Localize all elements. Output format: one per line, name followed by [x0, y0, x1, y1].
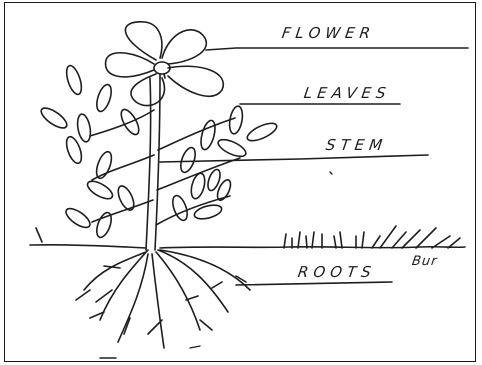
grass-tufts [284, 226, 460, 248]
label-leaves: LEAVES [303, 84, 392, 102]
flower-head [106, 22, 224, 106]
label-flower: FLOWER [281, 24, 377, 42]
roots-pointer [236, 282, 392, 285]
branches [90, 110, 240, 225]
label-roots: ROOTS [297, 263, 377, 281]
roots [76, 250, 250, 348]
flower-pointer [206, 48, 468, 50]
signature-scribble: Bur [411, 254, 439, 269]
stem-pointer [160, 155, 428, 162]
label-stem: STEM [325, 136, 389, 154]
